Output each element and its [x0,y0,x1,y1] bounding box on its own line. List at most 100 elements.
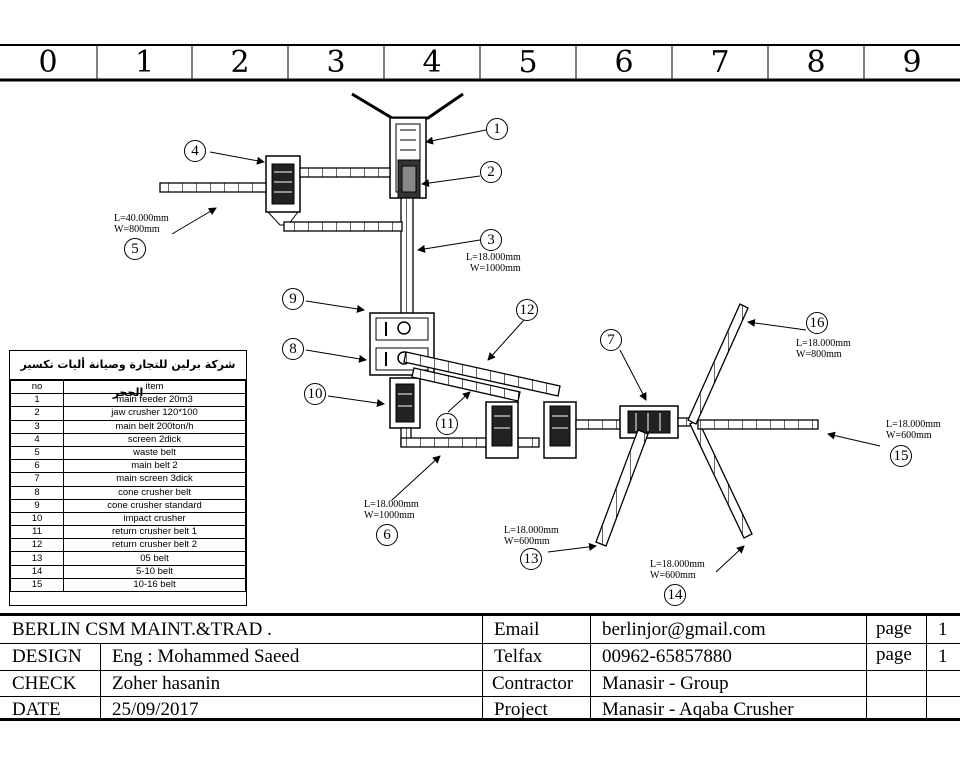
legend-no: 8 [10,485,64,500]
tb-row-line-1 [0,643,960,644]
zone-number-6: 6 [614,45,634,80]
callout-5: 5 [124,238,146,260]
zone-number-9: 9 [902,45,922,80]
waste-belt [159,182,267,193]
legend-no: 5 [10,445,64,461]
legend-item: cone crusher standard [63,498,246,513]
screen-feed-belt [299,167,391,178]
page-label-1: page [876,618,912,639]
legend-no: 7 [10,472,64,487]
belt-10-16 [697,419,819,430]
callout-3: 3 [480,229,502,251]
screen-return-belt [283,221,403,232]
legend-item: 10-16 belt [63,577,246,593]
telfax-value: 00962-65857880 [602,646,732,667]
callout-12: 12 [516,299,538,321]
dim-13-length: L=18.000mm [504,525,559,536]
tb-row-line-3 [0,696,960,697]
dim-14-width: W=600mm [650,570,696,581]
tb-divider-4 [866,616,867,721]
callout-9: 9 [282,288,304,310]
company-name: BERLIN CSM MAINT.&TRAD . [12,619,272,640]
page-label-2: page [876,644,912,665]
callout-4: 4 [184,140,206,162]
dim-16-length: L=18.000mm [796,338,851,349]
callout-10: 10 [304,383,326,405]
dim-6-width: W=1000mm [364,510,415,521]
callout-15: 15 [890,445,912,467]
legend-item: main belt 2 [63,459,246,474]
zone-number-5: 5 [518,45,538,80]
dim-5-width: W=800mm [114,224,160,235]
contractor-value: Manasir - Group [602,673,729,694]
zone-number-4: 4 [422,45,442,80]
return-crusher-belt-2 [403,351,561,397]
jaw-crusher [397,159,421,199]
legend-item: impact crusher [63,511,246,527]
belt-05 [595,429,649,547]
legend-item: screen 2dick [63,432,246,447]
dim-6-length: L=18.000mm [364,499,419,510]
design-label: DESIGN [12,646,82,667]
callout-14: 14 [664,584,686,606]
page-value-2: 1 [938,646,948,667]
zone-number-2: 2 [230,45,250,80]
dim-13-width: W=600mm [504,536,550,547]
legend-no: 10 [10,511,64,527]
dim-5-length: L=40.000mm [114,213,169,224]
secondary-crusher-a [485,401,519,459]
legend-item: jaw crusher 120*100 [63,406,246,421]
legend-item: return crusher belt 2 [63,538,246,553]
tb-divider-2 [482,616,483,721]
callout-13: 13 [520,548,542,570]
callout-16: 16 [806,312,828,334]
tb-row-line-2 [0,670,960,671]
legend-header-item: item [63,379,246,395]
check-label: CHECK [12,673,77,694]
legend-no: 3 [10,419,64,434]
dim-14-length: L=18.000mm [650,559,705,570]
callout-7: 7 [600,329,622,351]
zone-number-8: 8 [806,45,826,80]
tb-divider-5 [926,616,927,721]
screen-2dick [265,155,301,226]
contractor-label: Contractor [492,673,574,694]
tb-divider-3 [590,616,591,721]
zone-number-7: 7 [710,45,730,80]
callout-1: 1 [486,118,508,140]
page-value-1: 1 [938,619,948,640]
dim-3-length: L=18.000mm [466,252,521,263]
equipment-legend: شركة برلين للتجارة وصيانة أليات تكسير ال… [9,350,247,606]
project-value: Manasir - Aqaba Crusher [602,699,794,720]
email-value: berlinjor@gmail.com [602,619,766,640]
legend-header-row: no item [10,379,246,395]
design-value: Eng : Mohammed Saeed [112,646,300,667]
legend-title: شركة برلين للتجارة وصيانة أليات تكسير ال… [10,351,246,399]
tb-divider-1 [100,643,101,721]
main-belt-3 [400,197,414,317]
plant-layout [159,92,881,573]
legend-no: 12 [10,538,64,553]
email-label: Email [494,619,540,640]
legend-no: 6 [10,459,64,474]
main-screen-feed-belt [575,419,623,430]
legend-item: cone crusher belt [63,485,246,500]
legend-no: 2 [10,406,64,421]
legend-item: 5-10 belt [63,564,246,579]
zone-number-1: 1 [134,45,155,80]
zone-number-3: 3 [326,45,346,80]
project-label: Project [494,699,548,720]
zone-number-0: 0 [38,45,58,80]
